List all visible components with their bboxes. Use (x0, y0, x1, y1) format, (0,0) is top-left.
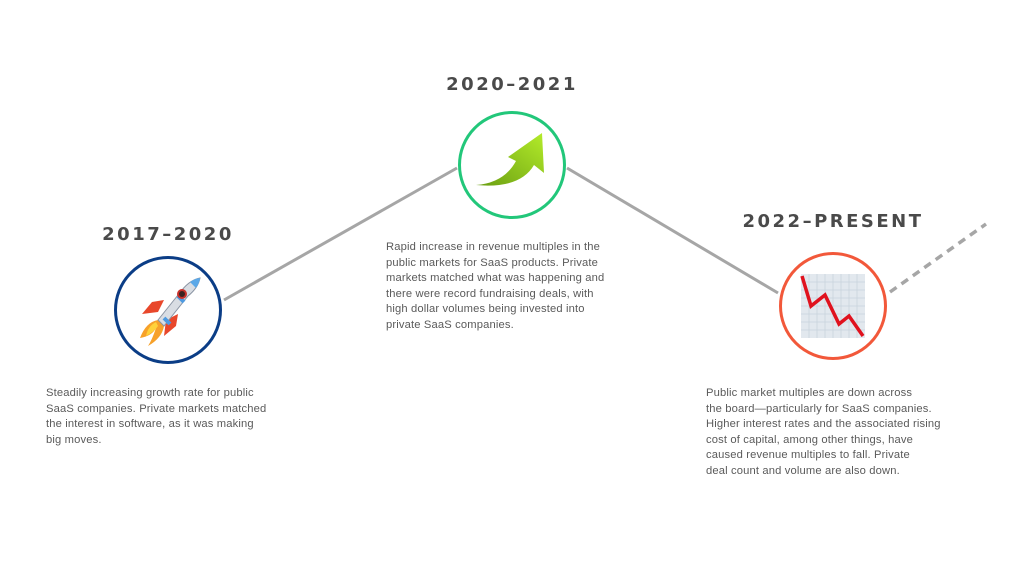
description-line: public markets for SaaS products. Privat… (386, 256, 598, 269)
description-line: there were record fundraising deals, wit… (386, 287, 594, 300)
description-line: markets matched what was happening and (386, 272, 605, 284)
description-line: high dollar volumes being invested into (386, 303, 585, 315)
connector-line-1 (223, 166, 458, 302)
period-circle-2022-present (779, 252, 887, 360)
period-heading-2020-2021: 2020–2021 (446, 74, 578, 95)
period-circle-2020-2021 (458, 111, 566, 219)
period-description-2022-present: Public market multiples are down across … (706, 386, 941, 479)
description-line: cost of capital, among other things, hav… (706, 433, 914, 446)
description-line: caused revenue multiples to fall. Privat… (706, 449, 910, 461)
connector-dashed-future (888, 222, 988, 294)
description-line: Rapid increase in revenue multiples in t… (386, 241, 601, 253)
chart-decreasing-icon (800, 274, 865, 338)
period-description-2017-2020: Steadily increasing growth rate for publ… (46, 386, 266, 448)
period-description-2020-2021: Rapid increase in revenue multiples in t… (386, 240, 604, 333)
description-line: Public market multiples are down across (706, 387, 913, 399)
period-circle-2017-2020 (114, 256, 222, 364)
description-line: SaaS companies. Private markets matched (46, 402, 267, 415)
description-line: Higher interest rates and the associated… (706, 418, 941, 430)
rocket-icon (140, 277, 201, 346)
period-heading-2022-present: 2022–PRESENT (742, 211, 924, 232)
description-line: the interest in software, as it was maki… (46, 418, 254, 430)
description-line: private SaaS companies. (386, 318, 514, 331)
period-heading-2017-2020: 2017–2020 (102, 224, 234, 245)
upward-arrow-icon (476, 133, 544, 186)
description-line: the board—particularly for SaaS companie… (706, 402, 932, 415)
description-line: Steadily increasing growth rate for publ… (46, 387, 254, 399)
description-line: deal count and volume are also down. (706, 464, 900, 477)
connector-line-2 (566, 166, 779, 295)
description-line: big moves. (46, 433, 102, 446)
